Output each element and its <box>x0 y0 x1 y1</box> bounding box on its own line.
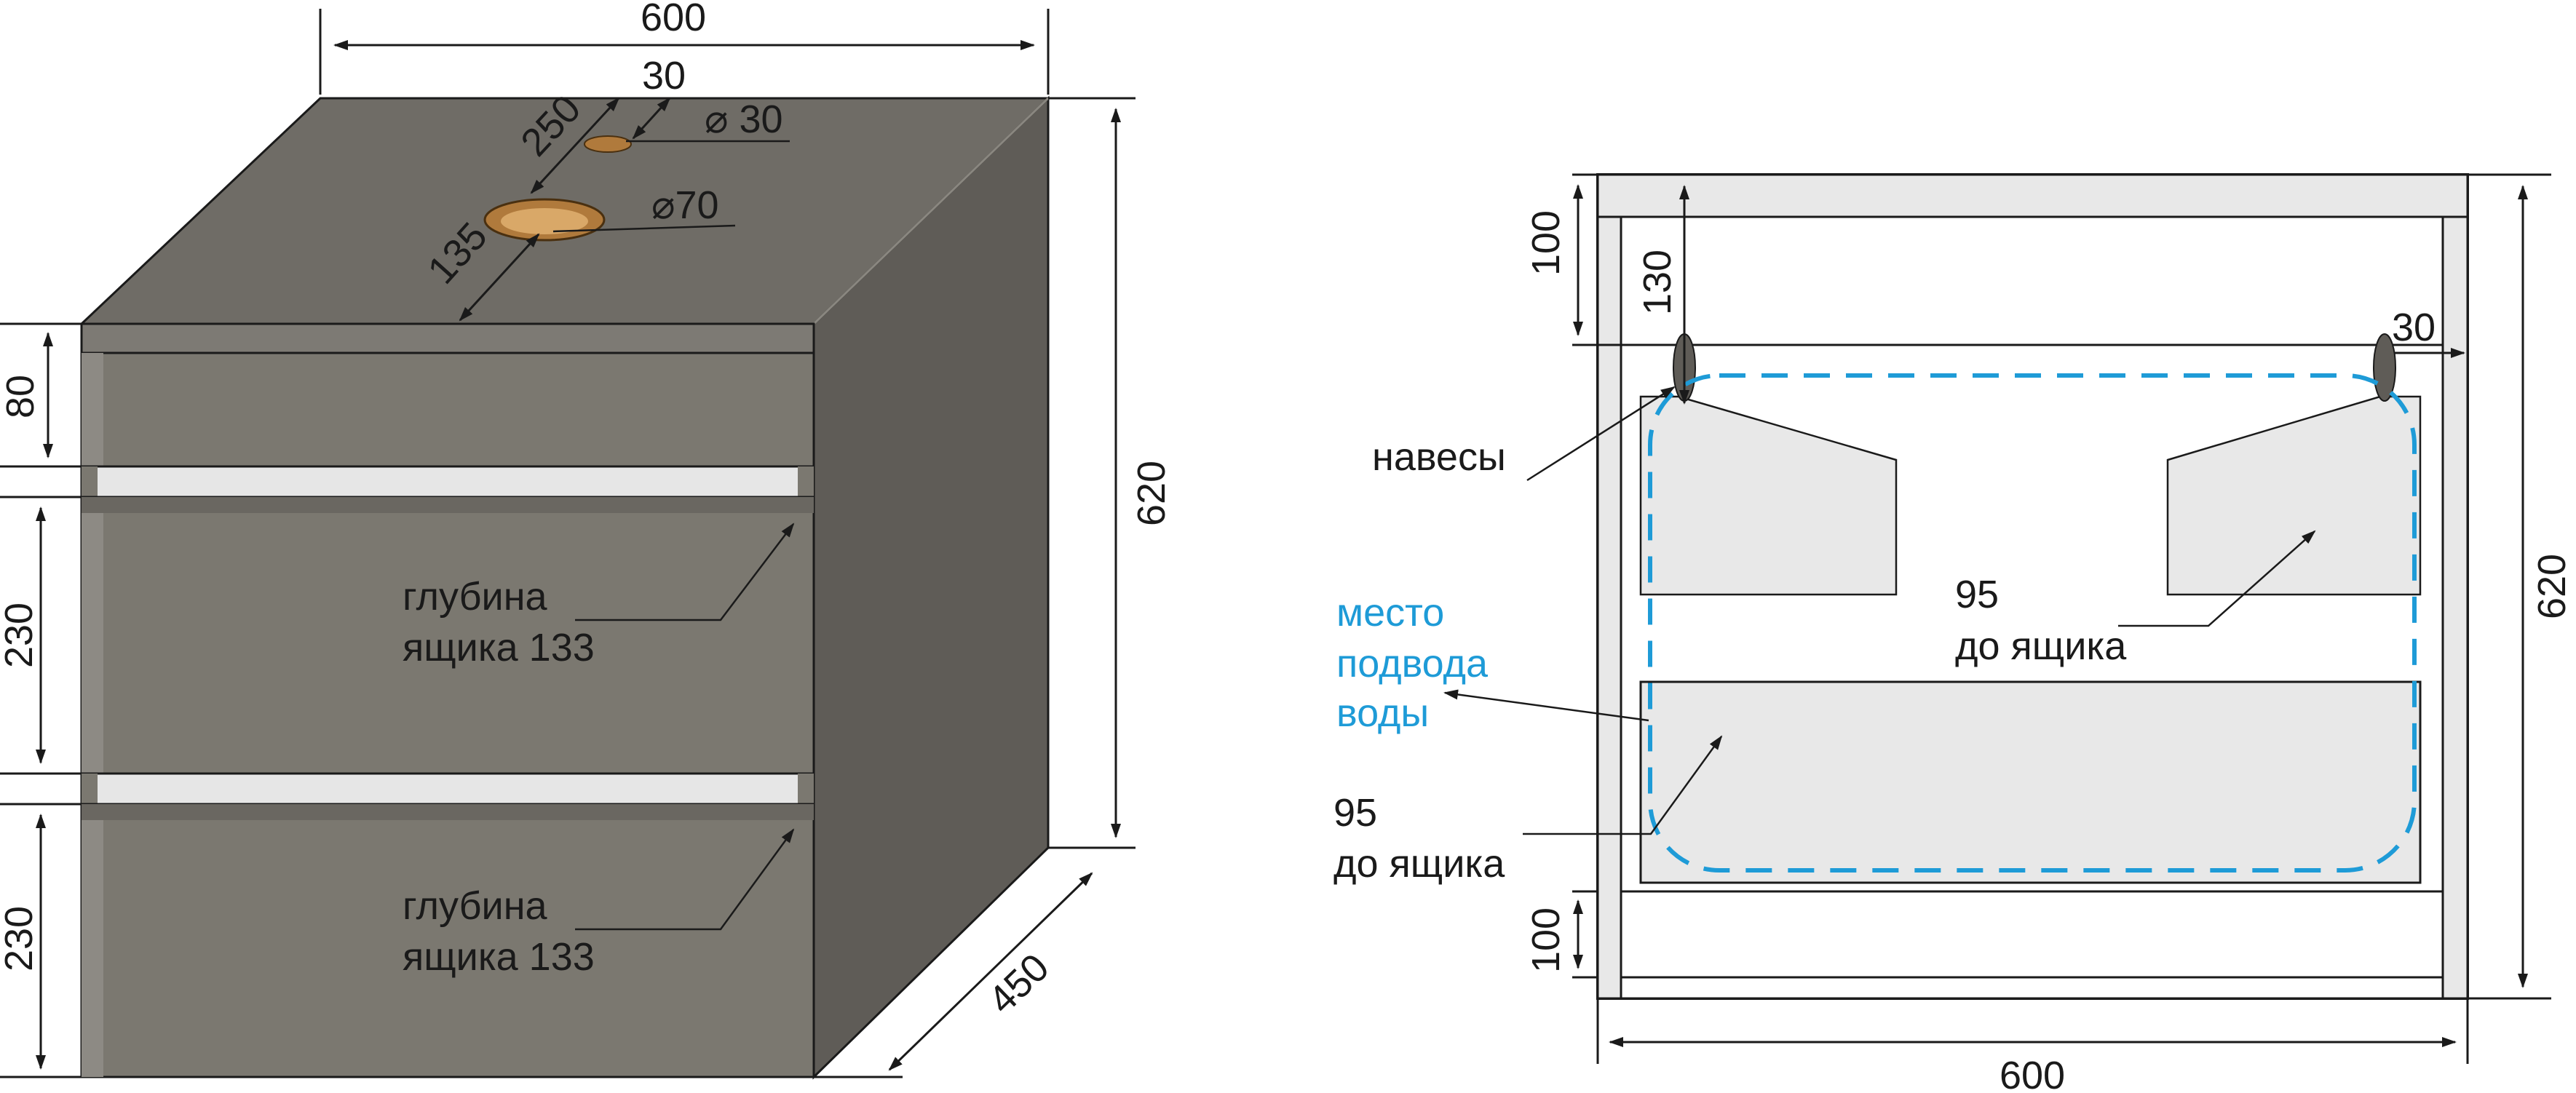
drawer-2-note-line-1: глубина <box>403 884 548 928</box>
cabinet-3d-view: 600 620 450 80 230 230 250 30 ⌀ 30 ⌀70 <box>0 0 1173 1080</box>
lower-note-line-2: до ящика <box>1333 842 1505 886</box>
drawer-2-dim-label: 230 <box>0 906 41 971</box>
water-label-line-2: подвода <box>1336 642 1489 685</box>
drawer-1-note-line-2: ящика 133 <box>403 626 595 669</box>
hanger-height-dim-label: 130 <box>1636 250 1679 315</box>
rear-height-dim-label: 620 <box>2530 554 2574 619</box>
rear-left-post <box>1596 215 1622 1000</box>
cabinet-rear-view: 100 130 30 620 100 600 навесы место подв… <box>1333 173 2574 1093</box>
depth-dim-label: 450 <box>980 945 1057 1022</box>
lower-note-line-1: 95 <box>1333 791 1377 835</box>
water-supply-zone <box>1648 373 2417 873</box>
large-hole-label: ⌀70 <box>651 183 719 227</box>
lower-drawer-panel <box>1639 680 2422 884</box>
drawer-handle-1 <box>80 465 815 498</box>
cabinet-top-edge <box>80 322 815 354</box>
rear-bottom-dim-label: 100 <box>1524 907 1568 973</box>
rear-right-post <box>2441 215 2469 1000</box>
height-dim-label: 620 <box>1130 461 1173 526</box>
rear-top-rail <box>1596 173 2469 218</box>
upper-note-line-2: до ящика <box>1955 624 2127 668</box>
water-label-line-1: место <box>1336 591 1444 635</box>
upper-right-panel <box>2166 395 2422 596</box>
rear-width-dim-label: 600 <box>2000 1054 2065 1093</box>
hanger-offset-dim-label: 30 <box>2392 306 2436 349</box>
hangers-label: навесы <box>1372 435 1506 479</box>
upper-note-line-1: 95 <box>1955 573 1999 616</box>
drawer-2-note-line-2: ящика 133 <box>403 935 595 979</box>
drawer-handle-2 <box>80 772 815 806</box>
small-hole-label: ⌀ 30 <box>705 98 783 141</box>
top-section-dim-label: 80 <box>0 375 42 418</box>
rear-top-dim-label: 100 <box>1524 210 1568 276</box>
water-label-line-3: воды <box>1336 691 1429 735</box>
drawer-1-note-line-1: глубина <box>403 575 548 619</box>
small-hole <box>584 135 632 153</box>
drawer-1-dim-label: 230 <box>0 603 41 668</box>
hole-offset-side-label: 30 <box>642 54 686 98</box>
right-hanger <box>2373 333 2396 402</box>
width-dim-label: 600 <box>641 0 706 39</box>
cabinet-top-front <box>80 351 815 468</box>
drawer-1-front <box>80 496 815 775</box>
